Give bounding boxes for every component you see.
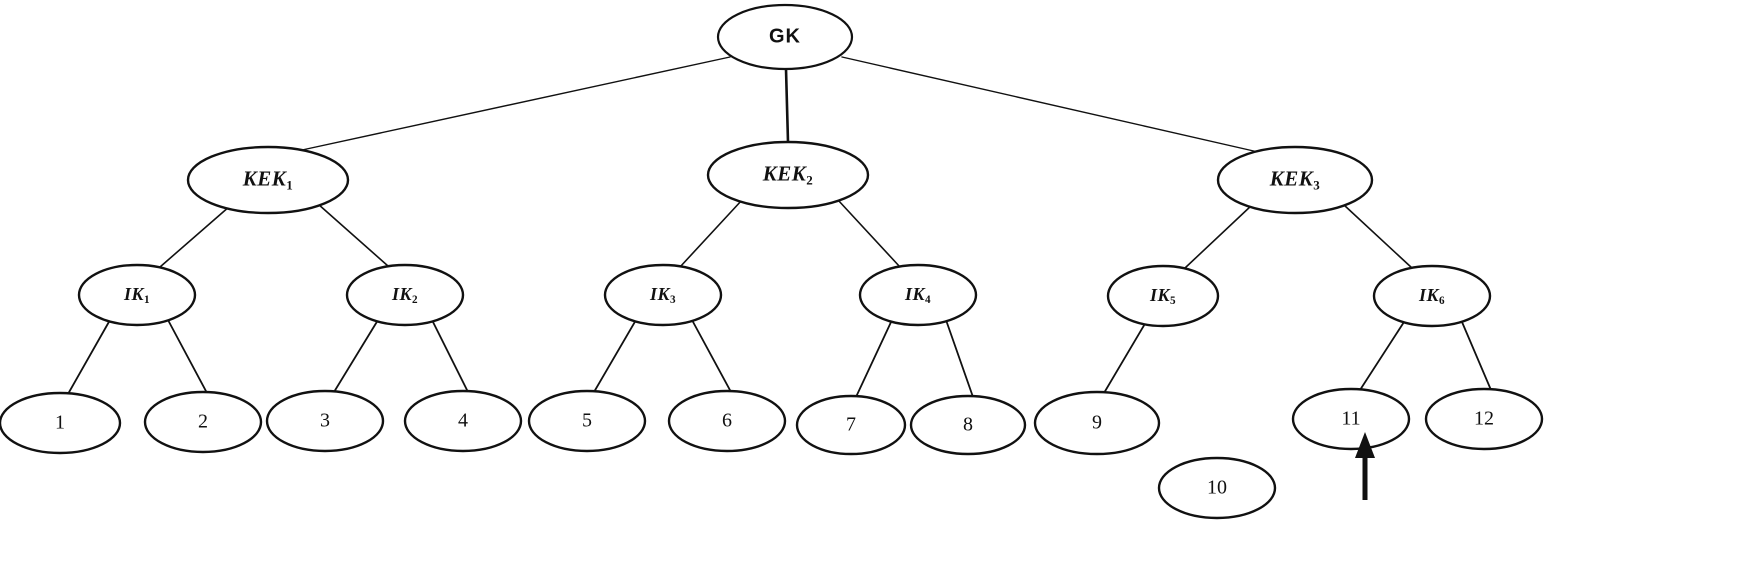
tree-edge-kek1-ik1 — [159, 205, 231, 268]
node-ellipse-layer — [0, 3, 1544, 520]
arrow-layer — [1355, 432, 1375, 500]
node-m11[interactable] — [1291, 387, 1411, 451]
node-m1[interactable] — [0, 391, 122, 455]
node-m3[interactable] — [265, 389, 385, 453]
node-m4[interactable] — [403, 389, 523, 453]
node-m9[interactable] — [1033, 390, 1161, 456]
tree-edge-kek1-ik2 — [317, 203, 389, 267]
node-ik1[interactable] — [77, 263, 197, 327]
tree-edge-ik3-m5 — [593, 319, 637, 393]
tree-edge-kek3-ik5 — [1184, 204, 1253, 269]
tree-edge-kek2-ik4 — [837, 199, 901, 268]
node-ik4[interactable] — [858, 263, 978, 327]
tree-edge-ik4-m7 — [855, 319, 893, 398]
tree-edge-ik3-m6 — [691, 319, 732, 393]
tree-edge-ik2-m3 — [333, 319, 379, 393]
node-ik5[interactable] — [1106, 264, 1220, 328]
node-m2[interactable] — [143, 390, 263, 454]
tree-edge-ik5-m9 — [1103, 321, 1147, 394]
node-m10[interactable] — [1157, 456, 1277, 520]
tree-edge-ik1-m1 — [67, 319, 111, 395]
join-arrow-head — [1355, 432, 1375, 458]
node-kek1[interactable] — [186, 145, 350, 215]
tree-edge-ik1-m2 — [167, 319, 208, 394]
node-ik6[interactable] — [1372, 264, 1492, 328]
node-m7[interactable] — [795, 394, 907, 456]
node-kek2[interactable] — [706, 140, 870, 210]
edge-layer — [67, 56, 1492, 398]
tree-edge-kek3-ik6 — [1343, 204, 1413, 269]
node-kek3[interactable] — [1216, 145, 1374, 215]
node-ik3[interactable] — [603, 263, 723, 327]
node-m8[interactable] — [909, 394, 1027, 456]
tree-edge-gk-kek3 — [841, 56, 1259, 153]
node-m5[interactable] — [527, 389, 647, 453]
tree-edge-gk-kek2 — [784, 67, 790, 144]
tree-edge-ik6-m12 — [1461, 321, 1492, 391]
node-m12[interactable] — [1424, 387, 1544, 451]
tree-edge-ik6-m11 — [1359, 321, 1405, 391]
node-gk[interactable] — [716, 3, 854, 71]
node-ik2[interactable] — [345, 263, 465, 327]
tree-edge-ik4-m8 — [945, 319, 974, 398]
node-m6[interactable] — [667, 389, 787, 453]
tree-edge-kek2-ik3 — [679, 199, 743, 268]
tree-edge-ik2-m4 — [431, 319, 469, 393]
tree-edge-gk-kek1 — [301, 56, 731, 151]
